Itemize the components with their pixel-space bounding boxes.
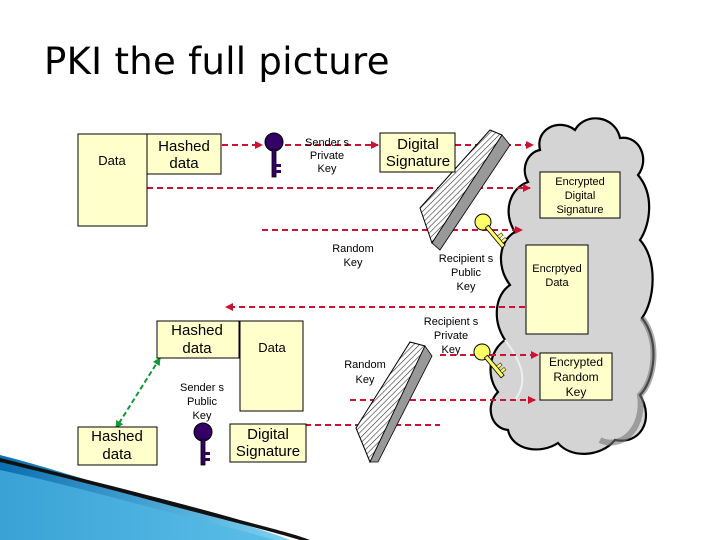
compare-arrow bbox=[115, 357, 161, 429]
svg-text:Sender s: Sender s bbox=[305, 137, 350, 149]
svg-text:Digital: Digital bbox=[247, 426, 289, 443]
svg-text:Key: Key bbox=[344, 257, 363, 269]
hashed-data-box-top: Hashed data bbox=[146, 133, 222, 175]
recipients-public-key-icon bbox=[474, 213, 508, 249]
red-dashed-arrows bbox=[78, 141, 539, 426]
encrypted-digital-signature-box: Encrypted Digital Signature bbox=[539, 171, 621, 219]
svg-text:Data: Data bbox=[545, 277, 569, 289]
digital-signature-box-bottom: Digital Signature bbox=[229, 423, 307, 463]
svg-text:Signature: Signature bbox=[236, 443, 300, 460]
svg-text:Key: Key bbox=[442, 344, 461, 356]
svg-text:Public: Public bbox=[187, 396, 217, 408]
svg-text:Hashed: Hashed bbox=[91, 428, 143, 445]
svg-text:Sender s: Sender s bbox=[180, 382, 225, 394]
digital-signature-box-top: Digital Signature bbox=[379, 132, 456, 173]
svg-text:Signature: Signature bbox=[386, 153, 450, 170]
svg-text:Encrypted: Encrypted bbox=[555, 176, 605, 188]
svg-text:Private: Private bbox=[310, 150, 344, 162]
svg-text:Hashed: Hashed bbox=[158, 138, 210, 155]
encrypted-random-key-box: Encrypted Random Key bbox=[539, 352, 613, 401]
data-box-top: Data bbox=[77, 133, 148, 227]
senders-public-key-icon bbox=[193, 422, 213, 466]
encrypted-data-box: Encrptyed Data bbox=[525, 244, 589, 335]
svg-text:Encrptyed: Encrptyed bbox=[532, 263, 582, 275]
svg-text:data: data bbox=[102, 446, 132, 463]
svg-text:Recipient s: Recipient s bbox=[424, 316, 479, 328]
svg-text:Key: Key bbox=[566, 385, 587, 399]
svg-text:Hashed: Hashed bbox=[171, 322, 223, 339]
svg-text:Encrypted: Encrypted bbox=[549, 355, 603, 369]
svg-text:Digital: Digital bbox=[397, 136, 439, 153]
senders-private-key-label: Sender s Private Key bbox=[305, 137, 350, 175]
svg-text:Public: Public bbox=[451, 267, 481, 279]
svg-text:Random: Random bbox=[553, 370, 598, 384]
random-key-label-top: Random Key bbox=[332, 243, 374, 269]
svg-text:Random: Random bbox=[332, 243, 374, 255]
svg-text:Key: Key bbox=[457, 281, 476, 293]
data-label-bottom: Data bbox=[258, 340, 286, 355]
random-key-label-bottom: Random Key bbox=[344, 359, 386, 386]
data-box-bottom: Data bbox=[239, 320, 304, 412]
recipients-private-key-icon bbox=[473, 343, 507, 379]
svg-text:Key: Key bbox=[318, 163, 337, 175]
svg-text:Random: Random bbox=[344, 359, 386, 371]
cipher-block-top bbox=[419, 129, 511, 251]
recipients-private-key-label: Recipient s Private Key bbox=[424, 316, 479, 356]
data-label-top: Data bbox=[98, 153, 126, 168]
svg-text:Key: Key bbox=[356, 374, 375, 386]
recipients-public-key-label: Recipient s Public Key bbox=[439, 253, 494, 293]
senders-private-key-icon bbox=[264, 132, 284, 178]
svg-text:Key: Key bbox=[193, 410, 212, 422]
corner-swoosh-decoration bbox=[0, 455, 310, 540]
slide-title: PKI the full picture bbox=[44, 40, 390, 83]
svg-text:Digital: Digital bbox=[565, 190, 596, 202]
cipher-block-bottom bbox=[355, 341, 433, 464]
svg-text:Signature: Signature bbox=[556, 204, 603, 216]
svg-text:data: data bbox=[169, 155, 199, 172]
svg-text:Recipient s: Recipient s bbox=[439, 253, 494, 265]
svg-text:data: data bbox=[182, 340, 212, 357]
hashed-data-box-bottom: Hashed data bbox=[77, 426, 158, 466]
senders-public-key-label: Sender s Public Key bbox=[180, 382, 225, 422]
hashed-data-box-middle: Hashed data bbox=[156, 320, 240, 359]
svg-text:Private: Private bbox=[434, 330, 468, 342]
